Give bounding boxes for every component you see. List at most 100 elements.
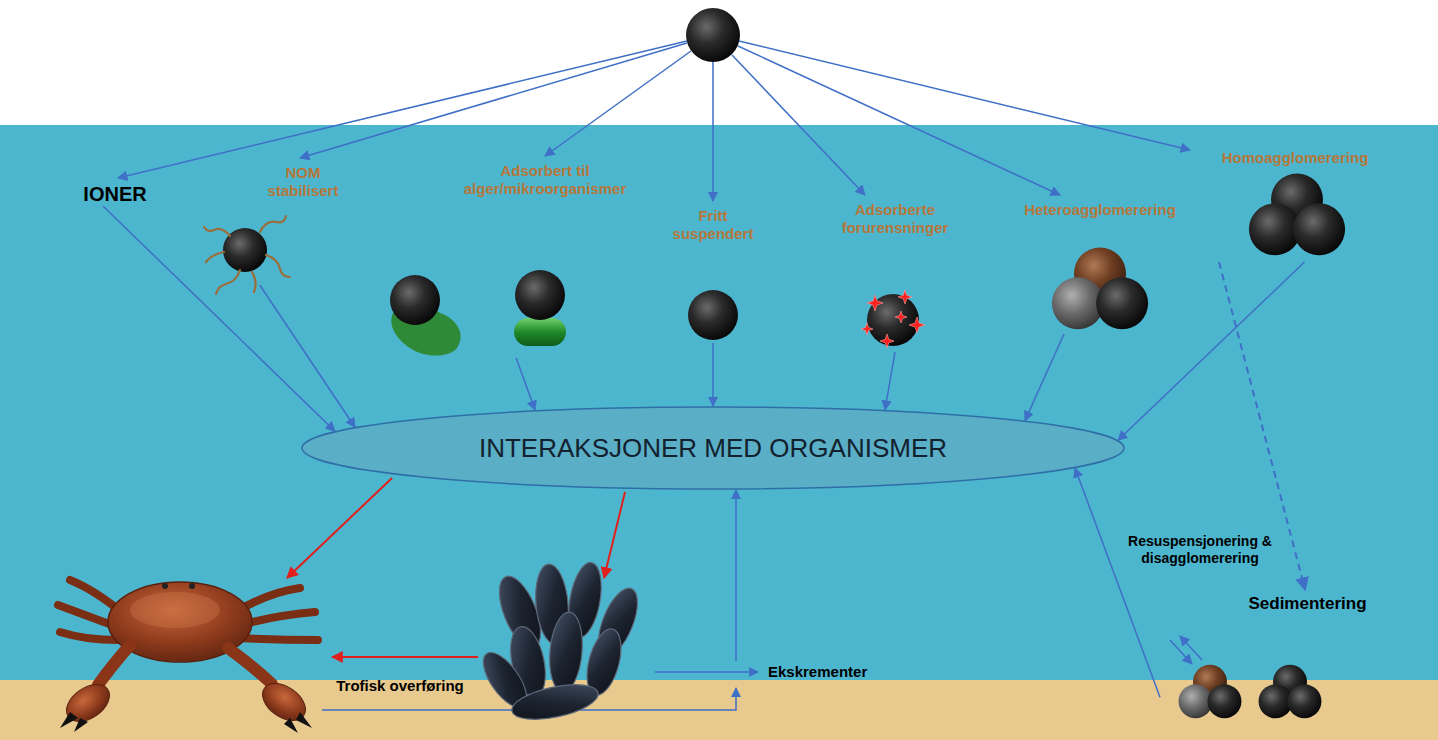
- crab-leg: [240, 638, 318, 640]
- mussels-illustration: [475, 560, 645, 726]
- exchange-arrow: [1180, 636, 1202, 660]
- node-text: Ekskrementer: [768, 663, 867, 681]
- icon-group: [861, 290, 925, 348]
- source-arrow: [545, 51, 691, 156]
- node-icon: [1200, 167, 1390, 262]
- particle: [390, 275, 440, 325]
- particle: [1207, 684, 1241, 718]
- node-text: Homoagglomerering: [1204, 149, 1386, 167]
- crab-claw: [256, 676, 313, 728]
- crab-claw-tip: [60, 712, 78, 728]
- connector-arrow: [1025, 334, 1064, 421]
- interaction-ellipse: INTERAKSJONER MED ORGANISMER: [300, 405, 1126, 491]
- crab-eye: [189, 583, 195, 589]
- source-arrows: [118, 41, 1190, 201]
- icon-group: [1249, 173, 1345, 255]
- nanoparticle-source: [686, 8, 740, 62]
- particle: [688, 290, 738, 340]
- nom-strand: [204, 227, 230, 236]
- nom-strand: [266, 255, 290, 277]
- state-node: Heteroagglomerering: [1010, 201, 1190, 334]
- nom-strand: [206, 252, 224, 262]
- particle: [1052, 277, 1104, 329]
- node-text: IONER: [55, 183, 175, 206]
- particle: [1096, 277, 1148, 329]
- node-text: Adsorbert til alger/mikroorganismer: [440, 162, 650, 198]
- connector-arrow: [1118, 262, 1305, 440]
- ellipse-shape: [302, 407, 1124, 489]
- nom-strand: [260, 216, 286, 232]
- crab-illustration: [58, 580, 318, 733]
- node-icon: [1160, 614, 1380, 724]
- crab-highlight: [130, 592, 220, 628]
- crab-eye: [162, 583, 168, 589]
- excretion-arrow: [655, 671, 758, 673]
- connector-arrow: [885, 352, 895, 410]
- crab-claw: [60, 677, 117, 729]
- exchange-arrow: [1170, 640, 1192, 664]
- particle: [867, 294, 919, 346]
- icon-group: [1179, 665, 1322, 719]
- connector-arrow: [103, 206, 335, 431]
- pollutant-sparkle: [861, 323, 873, 335]
- pollutant-sparkle: [880, 334, 894, 348]
- nom-strand: [216, 270, 240, 294]
- trophic-arrow: [332, 656, 478, 658]
- node-text: Fritt suspendert: [663, 207, 763, 243]
- node-text: NOM stabilisert: [253, 164, 353, 200]
- source-arrow: [738, 46, 1060, 195]
- seabed-sand: [0, 680, 1438, 740]
- pollutant-sparkle: [895, 311, 907, 323]
- crab-arm: [228, 648, 272, 684]
- connector-arrow: [260, 285, 355, 427]
- node-text: Sedimentering: [1240, 594, 1375, 614]
- icon-group: [204, 216, 290, 294]
- particle: [1287, 684, 1321, 718]
- connector-arrow: [735, 490, 737, 661]
- crab-leg: [60, 632, 118, 640]
- particle: [1293, 203, 1345, 255]
- connector-arrow: [712, 343, 714, 406]
- icon-group: [390, 270, 566, 356]
- excretion-arrows: [322, 636, 1202, 710]
- icon-group: [688, 290, 738, 340]
- crab-arm: [98, 645, 130, 685]
- nom-strand: [252, 272, 256, 292]
- state-label: IONER: [55, 183, 175, 206]
- uptake-arrow: [604, 492, 625, 578]
- node-icon: [385, 198, 705, 358]
- state-node: Homoagglomerering: [1200, 149, 1390, 262]
- node-icon: [200, 200, 406, 285]
- mussel-shell: [509, 678, 601, 726]
- node-icon: [1010, 219, 1190, 334]
- water-body: [0, 125, 1438, 680]
- connector-arrow: [1075, 468, 1160, 697]
- source-arrow: [732, 55, 865, 195]
- source-arrow: [739, 41, 1190, 150]
- microorganism-cell: [514, 318, 566, 346]
- state-node: NOM stabilisert: [200, 164, 406, 285]
- mussel-shell: [547, 611, 586, 693]
- state-node: Adsorbert til alger/mikroorganismer: [385, 162, 705, 358]
- connector-arrow: [516, 358, 535, 410]
- node-icon: [805, 237, 985, 352]
- particle: [515, 270, 565, 320]
- node-text: Adsorberte forurensninger: [830, 201, 960, 237]
- pollutant-sparkle: [867, 295, 883, 311]
- sediment-node: Sedimentering: [1160, 590, 1380, 724]
- process-label: Ekskrementer: [728, 661, 871, 683]
- particle: [1249, 203, 1301, 255]
- crab-claw-tip: [74, 718, 88, 732]
- uptake-arrow: [287, 478, 392, 578]
- annotation-label: Trofisk overføring: [320, 677, 480, 695]
- crab-claw-tip: [284, 718, 298, 733]
- node-icon: [633, 243, 793, 343]
- source-arrow: [300, 43, 687, 158]
- pollutant-sparkle: [909, 317, 925, 333]
- node-text: INTERAKSJONER MED ORGANISMER: [479, 433, 947, 463]
- node-text: Heteroagglomerering: [1014, 201, 1186, 219]
